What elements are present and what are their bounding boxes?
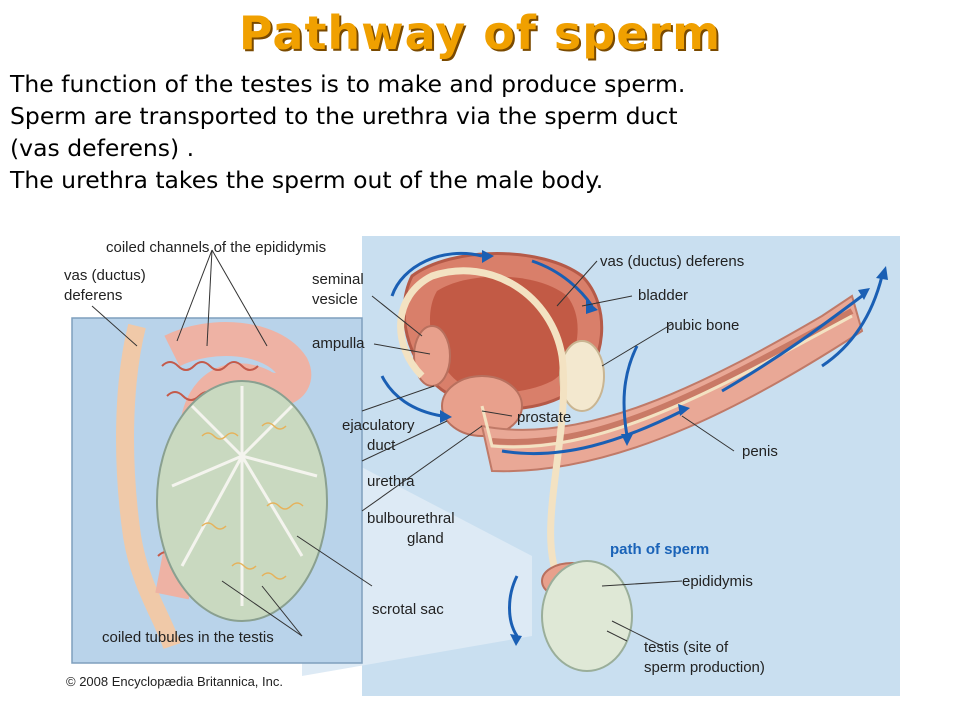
inset-tubule-coils [201,422,304,580]
leader-lines [91,249,735,647]
label-seminal-1: seminal [312,271,364,288]
urethra-line [480,314,853,449]
inset-vas-deferens [116,323,181,650]
penis [480,294,864,473]
intro-text: The function of the testes is to make an… [10,68,950,196]
label-seminal-2: vesicle [312,291,358,308]
vas-deferens-right [397,267,568,588]
page-title: Pathway of sperm [238,6,722,60]
label-bladder: bladder [638,287,688,304]
label-coiled-channels: coiled channels of the epididymis [106,239,326,256]
inset-tubules [171,386,318,606]
testis [541,560,633,672]
intro-line-1: The function of the testes is to make an… [10,70,686,98]
label-bulbo-1: bulbourethral [367,510,455,527]
label-pubic-bone: pubic bone [666,317,739,334]
label-penis: penis [742,443,778,460]
label-ampulla: ampulla [312,335,365,352]
label-coiled-tubules: coiled tubules in the testis [102,629,274,646]
label-vas-left-1: vas (ductus) [64,267,146,284]
copyright-text: © 2008 Encyclopædia Britannica, Inc. [66,674,283,689]
sperm-path-arrows [380,251,884,637]
intro-line-3: (vas deferens) . [10,134,195,162]
label-testis-2: sperm production) [644,659,765,676]
label-bulbo-2: gland [407,530,444,547]
label-vas-right: vas (ductus) deferens [600,253,744,270]
penis-shaft-inner [491,308,854,445]
arrowheads [440,250,888,646]
label-path-of-sperm: path of sperm [610,541,709,558]
label-vas-left-2: deferens [64,287,122,304]
reproductive-diagram: coiled channels of the epididymis vas (d… [64,236,900,696]
label-epididymis: epididymis [682,573,753,590]
label-urethra: urethra [367,473,415,490]
label-scrotal-sac: scrotal sac [372,601,444,618]
label-ejaculatory-1: ejaculatory [342,417,415,434]
intro-line-4: The urethra takes the sperm out of the m… [10,166,604,194]
label-prostate: prostate [517,409,571,426]
seminal-vesicle [413,325,451,387]
label-testis-1: testis (site of [644,639,729,656]
intro-line-2: Sperm are transported to the urethra via… [10,102,678,130]
label-ejaculatory-2: duct [367,437,396,454]
